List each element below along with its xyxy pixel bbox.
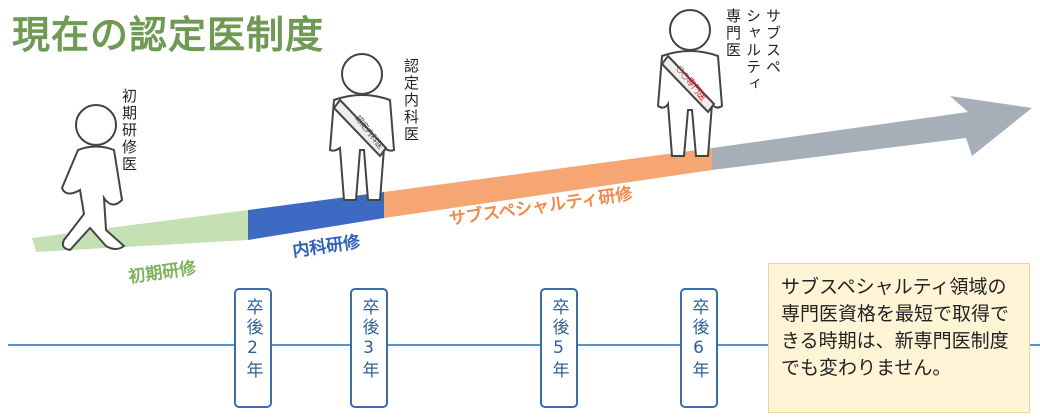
subspecialist-label-col2: シャルティ <box>744 8 762 93</box>
subspecialist-label-col1: サブスペ <box>764 8 782 76</box>
year-marker-2: 卒後2年 <box>234 288 272 408</box>
year-marker-text: 卒後3年 <box>358 298 379 381</box>
year-marker-text: 卒後6年 <box>688 298 709 381</box>
subspecialty-training-segment <box>384 148 712 218</box>
internal-training-segment <box>248 192 384 240</box>
subspecialist-label-col3: 専門医 <box>724 8 742 59</box>
certified-internist-label: 認定内科医 <box>402 58 420 143</box>
year-marker-6: 卒後6年 <box>680 288 718 408</box>
note-box: サブスペシャルティ領域の専門医資格を最短で取得できる時期は、新専門医制度でも変わ… <box>768 263 1030 413</box>
future-arrow <box>712 96 1032 170</box>
year-marker-text: 卒後5年 <box>548 298 569 381</box>
year-marker-3: 卒後3年 <box>350 288 388 408</box>
resident-label: 初期研修医 <box>120 88 138 173</box>
page-title: 現在の認定医制度 <box>12 13 325 57</box>
year-marker-text: 卒後2年 <box>242 298 263 381</box>
certified-internist-figure <box>328 53 396 201</box>
subspecialist-figure <box>656 9 724 157</box>
resident-figure <box>60 104 126 252</box>
initial-training-segment <box>32 210 248 252</box>
year-marker-5: 卒後5年 <box>540 288 578 408</box>
